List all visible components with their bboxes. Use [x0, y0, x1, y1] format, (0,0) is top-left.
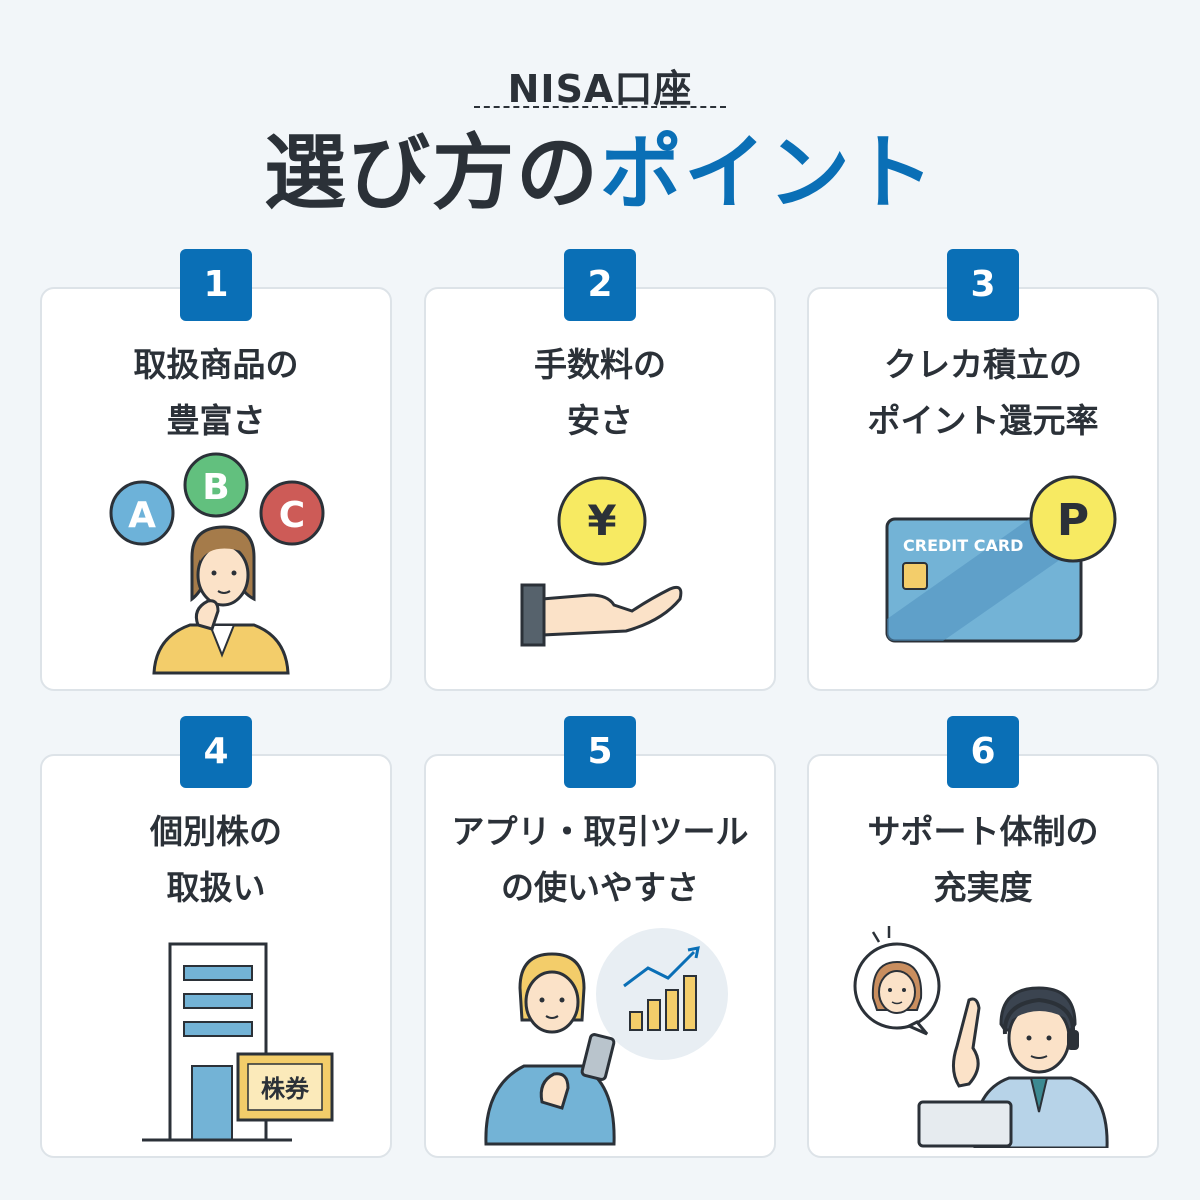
card-support-system: 6 サポート体制の 充実度: [807, 716, 1159, 1158]
card-individual-stocks: 4 個別株の 取扱い 株券: [40, 716, 392, 1158]
card-number-badge: 5: [564, 716, 636, 788]
title-accent: ポイント: [600, 126, 937, 221]
support-operator-illustration: [853, 926, 1109, 1148]
card-title: 取扱商品の 豊富さ: [133, 345, 299, 440]
page-subtitle: NISA口座: [507, 67, 693, 111]
card-number-badge: 2: [564, 249, 636, 321]
page-title: 選び方のポイント: [0, 124, 1200, 224]
card-product-range: 1 取扱商品の 豊富さ A B C: [40, 249, 392, 691]
credit-card-illustration: CREDIT CARD P: [885, 475, 1117, 643]
hand-with-yen-coin-illustration: ¥: [520, 476, 683, 647]
card-number-badge: 4: [180, 716, 252, 788]
building-stock-certificate-illustration: 株券: [142, 942, 334, 1142]
card-number-badge: 1: [180, 249, 252, 321]
card-credit-card-points: 3 クレカ積立の ポイント還元率 CREDIT CARD P: [807, 249, 1159, 691]
credit-card-label: CREDIT CARD: [903, 536, 1023, 555]
page-header: NISA口座 選び方のポイント: [0, 0, 1200, 240]
woman-thinking-illustration: A B C: [109, 452, 325, 675]
yen-symbol: ¥: [587, 496, 616, 545]
woman-smartphone-illustration: [484, 928, 728, 1146]
card-title: アプリ・取引ツール の使いやすさ: [451, 812, 749, 907]
card-title: 手数料の 安さ: [534, 345, 666, 440]
subtitle-divider: [474, 106, 726, 108]
card-number-badge: 3: [947, 249, 1019, 321]
card-app-usability: 5 アプリ・取引ツール の使いやすさ: [424, 716, 776, 1158]
label-c: C: [279, 495, 305, 536]
stock-certificate-label: 株券: [261, 1075, 310, 1103]
card-title: サポート体制の 充実度: [867, 812, 1099, 907]
label-a: A: [128, 495, 156, 536]
card-low-fees: 2 手数料の 安さ ¥: [424, 249, 776, 691]
point-symbol: P: [1057, 495, 1089, 546]
card-title: クレカ積立の ポイント還元率: [867, 345, 1099, 440]
card-number-badge: 6: [947, 716, 1019, 788]
card-title: 個別株の 取扱い: [150, 812, 282, 907]
label-b: B: [202, 467, 229, 508]
title-main: 選び方の: [263, 126, 600, 221]
